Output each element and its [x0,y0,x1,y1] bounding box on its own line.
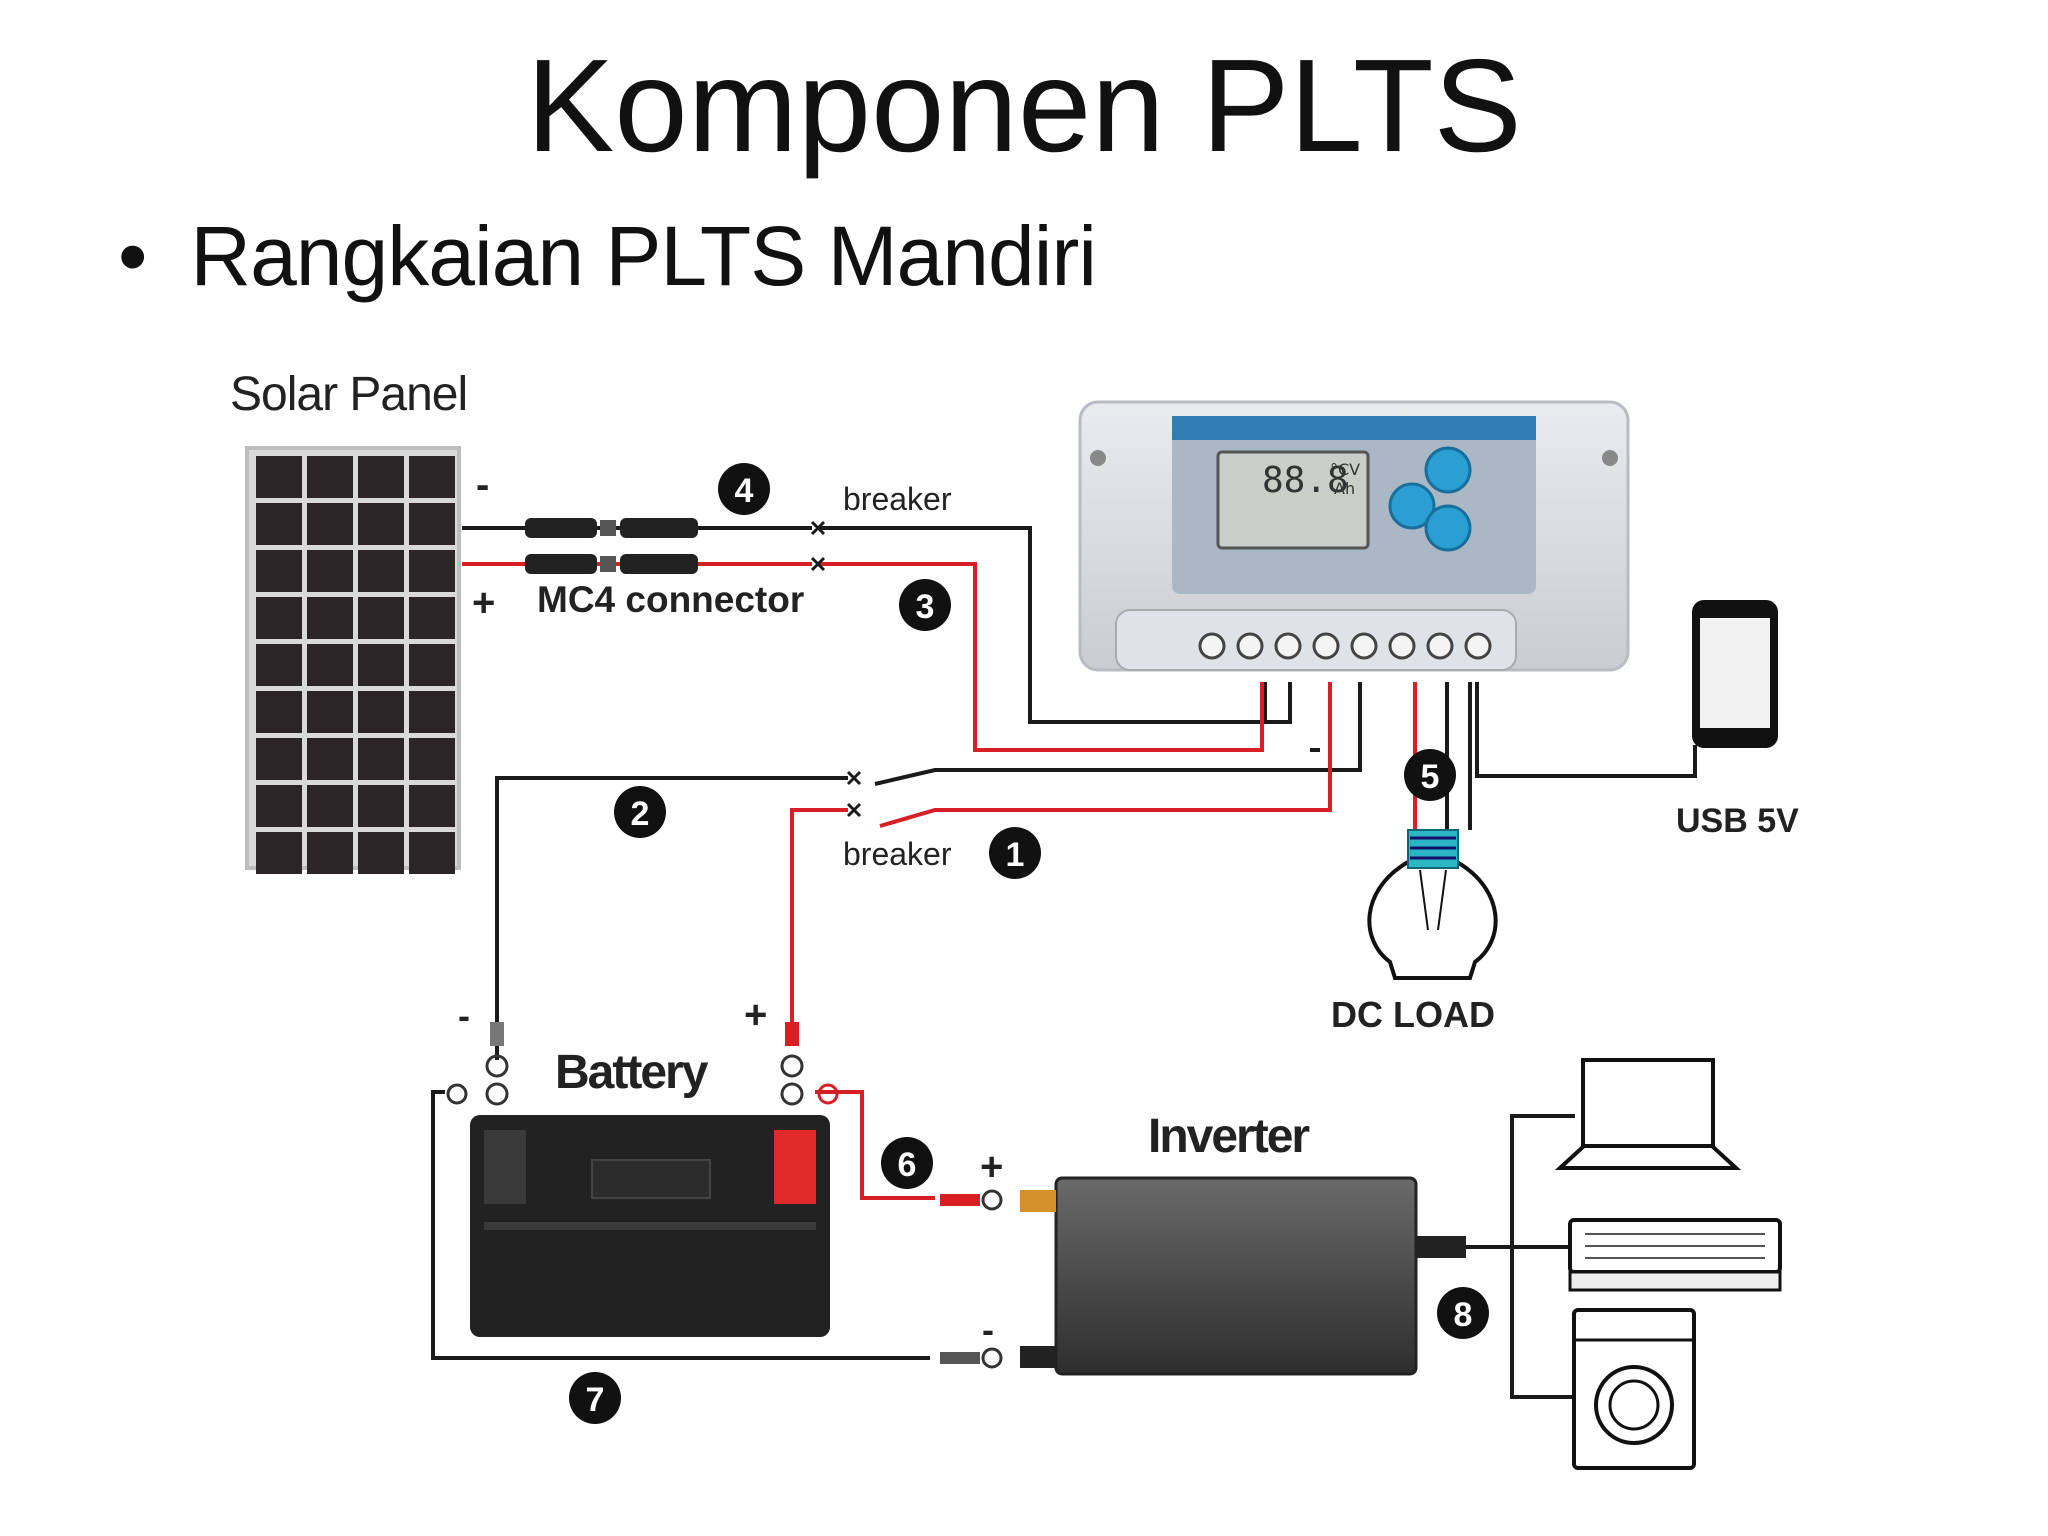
badge-2-number: 2 [631,795,650,833]
solar-cell [358,456,404,498]
solar-cell [409,691,455,733]
laptop [1554,1058,1742,1170]
badge-1-number: 1 [1006,836,1025,874]
badge-5: 5 [1404,749,1456,801]
solar-cell [307,550,353,592]
panel-plus-sign: + [472,581,495,625]
bullet-text: Rangkaian PLTS Mandiri [190,209,1097,303]
solar-cell [409,644,455,686]
mc4-connector-label: MC4 connector [537,579,804,620]
solar-cell [307,738,353,780]
solar-cell [256,503,302,545]
solar-cell [307,785,353,827]
controller-terminal [1388,632,1416,660]
badge-3: 3 [899,579,951,631]
battery-label: Battery [555,1046,709,1099]
solar-cell [358,738,404,780]
solar-cell [409,503,455,545]
inverter [1020,1176,1466,1376]
lcd-units-top: °CV [1330,460,1360,479]
battery-minus-sign: - [458,995,470,1036]
inverter-plus-sign: + [980,1145,1003,1189]
solar-cell [409,456,455,498]
solar-cell [358,644,404,686]
solar-cell [307,691,353,733]
badge-6-number: 6 [898,1146,917,1184]
badge-7: 7 [569,1372,621,1424]
panel-minus-sign: - [476,463,489,507]
red-wires [462,562,1417,1200]
controller-terminal [1236,632,1264,660]
step-badges: 1 2 3 4 5 6 7 8 [569,463,1489,1424]
solar-cell [409,832,455,874]
solar-cell [358,691,404,733]
badge-8: 8 [1437,1287,1489,1339]
dc-load-label: DC LOAD [1331,994,1495,1035]
badge-7-number: 7 [586,1381,605,1419]
lcd-digits: 88.8 [1262,460,1349,501]
solar-cell [358,550,404,592]
inverter-lugs [940,1189,1003,1369]
bullet-item: • Rangkaian PLTS Mandiri [118,208,1097,305]
solar-panel-label: Solar Panel [230,368,467,421]
solar-cell [307,644,353,686]
badge-3-number: 3 [916,588,935,626]
solar-cell [256,550,302,592]
solar-cell [358,503,404,545]
badge-2: 2 [614,786,666,838]
solar-cell [307,503,353,545]
controller-terminal [1274,632,1302,660]
solar-cell [358,785,404,827]
air-conditioner [1568,1218,1782,1292]
bullet-marker: • [118,209,147,303]
solar-cell [256,785,302,827]
breaker-label-bottom: breaker [843,836,952,872]
washing-machine [1572,1308,1696,1470]
controller-terminal [1312,632,1340,660]
badge-6: 6 [881,1137,933,1189]
lcd-units-bottom: Ah [1334,479,1355,498]
battery-terminal-lugs [446,1022,839,1106]
mc4-connectors [525,518,698,574]
breaker-switch-marks [810,520,862,818]
solar-cell [256,644,302,686]
controller-terminal [1350,632,1378,660]
dc-load-bulb [1367,829,1498,980]
badge-4: 4 [718,463,770,515]
solar-panel [245,446,461,874]
solar-cell [256,456,302,498]
controller-terminal [1198,632,1226,660]
solar-cell [307,832,353,874]
page-title: Komponen PLTS [526,32,1522,179]
breaker-label-top: breaker [843,481,952,517]
solar-cell [409,785,455,827]
controller-terminal [1426,632,1454,660]
inverter-label: Inverter [1148,1110,1309,1163]
badge-1: 1 [989,827,1041,879]
solar-cell [256,597,302,639]
badge-8-number: 8 [1454,1296,1473,1334]
inverter-minus-sign: - [982,1309,994,1350]
solar-cell [358,597,404,639]
charge-controller: 88.8 °CV Ah [1078,400,1630,672]
solar-cell [409,550,455,592]
solar-cell [256,691,302,733]
solar-cell [307,597,353,639]
battery-plus-sign: + [744,993,767,1037]
solar-cell [358,832,404,874]
battery [470,1115,830,1337]
solar-cell [409,597,455,639]
solar-cell [409,738,455,780]
smartphone [1692,600,1778,748]
solar-cell [256,738,302,780]
solar-cell [307,456,353,498]
controller-terminal [1464,632,1492,660]
badge-4-number: 4 [735,472,754,510]
solar-cell [256,832,302,874]
usb-label: USB 5V [1676,802,1799,840]
badge-5-number: 5 [1421,758,1440,796]
